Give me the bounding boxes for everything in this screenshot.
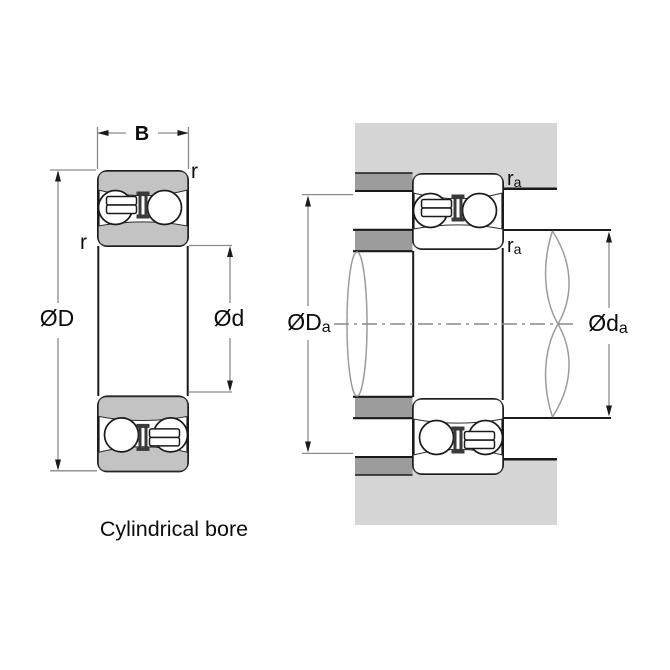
dimension-width-B: B <box>96 123 190 169</box>
label-fillet-r-top: r <box>191 160 198 183</box>
caption-cylindrical-bore: Cylindrical bore <box>100 517 248 541</box>
arrow-down-icon <box>606 405 612 417</box>
dimension-shaft-abutment-diameter: Øda <box>588 231 628 417</box>
label-width-B: B <box>135 123 149 145</box>
label-fillet-ra-bottom: ra <box>507 235 522 257</box>
arrow-up-icon <box>227 246 233 257</box>
arrow-down-icon <box>55 459 61 471</box>
mounted-bearing-top-section <box>411 173 505 251</box>
label-fillet-ra-top: ra <box>507 168 522 190</box>
label-housing-abutment-diameter: ØDa <box>287 309 331 336</box>
label-outer-diameter: ØD <box>40 305 75 331</box>
arrow-up-icon <box>606 231 612 243</box>
label-shaft-abutment-diameter: Øda <box>588 310 628 337</box>
arrow-down-icon <box>305 441 311 453</box>
dimension-bore-diameter: Ød <box>189 244 245 393</box>
arrow-left-icon <box>97 130 109 136</box>
bearing-cross-section-view: B ØD Ød r r Cylindrical bore <box>40 123 248 541</box>
bearing-top-section <box>97 170 190 248</box>
label-bore-diameter: Ød <box>214 305 245 331</box>
arrow-right-icon <box>177 130 189 136</box>
label-fillet-r-bottom: r <box>80 231 87 254</box>
dimension-outer-diameter: ØD <box>40 169 97 472</box>
arrow-down-icon <box>227 380 233 392</box>
mounted-bearing-view: ØDa Øda ra ra <box>287 121 628 527</box>
bore-silhouette-lines <box>97 246 189 396</box>
mounted-bearing-bottom-section <box>411 397 505 476</box>
dimension-housing-abutment-diameter: ØDa <box>287 195 331 453</box>
arrow-up-icon <box>305 195 311 207</box>
bearing-bottom-section <box>96 395 189 473</box>
arrow-up-icon <box>55 170 61 182</box>
